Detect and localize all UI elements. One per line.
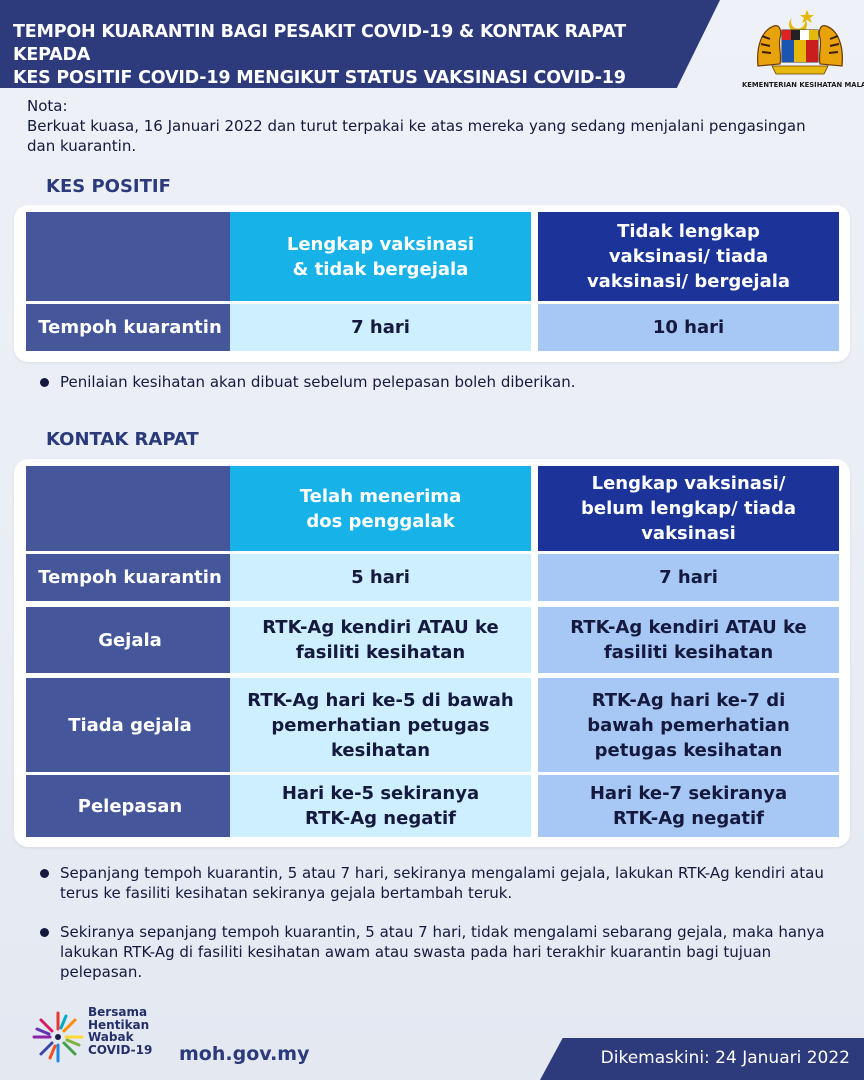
table-cell: Hari ke-5 sekiranya RTK-Ag negatif: [230, 775, 531, 837]
page-title-line-1: TEMPOH KUARANTIN BAGI PESAKIT COVID-19 &…: [13, 22, 626, 65]
list-item: Penilaian kesihatan akan dibuat sebelum …: [40, 372, 830, 392]
campaign-logo: Bersama Hentikan Wabak COVID-19: [30, 1005, 170, 1071]
coat-of-arms-icon: [757, 10, 843, 75]
campaign-slogan: Bersama Hentikan Wabak COVID-19: [88, 1006, 152, 1056]
value-10-hari: 10 hari: [538, 304, 839, 351]
table-cell: 7 hari: [538, 554, 839, 601]
slogan-line: Hentikan: [88, 1017, 150, 1032]
updated-date: Dikemaskini: 24 Januari 2022: [600, 1048, 850, 1068]
row-label-tiada-gejala: Tiada gejala: [26, 678, 234, 772]
table-cell: RTK-Ag kendiri ATAU ke fasiliti kesihata…: [538, 607, 839, 673]
section-title-kontak-rapat: KONTAK RAPAT: [46, 429, 199, 450]
row-label-tempoh-kuarantin: Tempoh kuarantin: [26, 304, 234, 351]
slogan-line: Wabak: [88, 1030, 134, 1044]
header-lengkap-belum-lengkap: Lengkap vaksinasi/ belum lengkap/ tiada …: [538, 466, 839, 551]
page-title: TEMPOH KUARANTIN BAGI PESAKIT COVID-19 &…: [13, 21, 703, 90]
table-corner-cell: [26, 466, 234, 551]
table-cell: RTK-Ag kendiri ATAU ke fasiliti kesihata…: [230, 607, 531, 673]
row-label-gejala: Gejala: [26, 607, 234, 673]
header-lengkap-vaksinasi: Lengkap vaksinasi & tidak bergejala: [230, 212, 531, 301]
kontak-rapat-note-2: Sekiranya sepanjang tempoh kuarantin, 5 …: [60, 923, 825, 981]
page-title-line-2: KES POSITIF COVID-19 MENGIKUT STATUS VAK…: [13, 68, 626, 88]
note-text: Berkuat kuasa, 16 Januari 2022 dan turut…: [27, 117, 806, 155]
table-cell: RTK-Ag hari ke-5 di bawah pemerhatian pe…: [230, 678, 531, 772]
bullet-icon: [40, 928, 49, 937]
row-label-tempoh-kuarantin: Tempoh kuarantin: [26, 554, 234, 601]
section-title-kes-positif: KES POSITIF: [46, 176, 171, 197]
header-tidak-lengkap-vaksinasi: Tidak lengkap vaksinasi/ tiada vaksinasi…: [538, 212, 839, 301]
starburst-logo-icon: [32, 1011, 84, 1063]
list-item: Sekiranya sepanjang tempoh kuarantin, 5 …: [40, 922, 830, 982]
table-cell: Hari ke-7 sekiranya RTK-Ag negatif: [538, 775, 839, 837]
value-7-hari: 7 hari: [230, 304, 531, 351]
ministry-logo: KEMENTERIAN KESIHATAN MALAYSIA: [742, 6, 864, 92]
table-cell: RTK-Ag hari ke-7 di bawah pemerhatian pe…: [538, 678, 839, 772]
table-corner-cell: [26, 212, 234, 301]
table-cell: 5 hari: [230, 554, 531, 601]
ministry-name: KEMENTERIAN KESIHATAN MALAYSIA: [742, 81, 864, 89]
row-label-pelepasan: Pelepasan: [26, 775, 234, 837]
bullet-icon: [40, 869, 49, 878]
slogan-line: Bersama: [88, 1005, 148, 1019]
note-label: Nota:: [27, 97, 68, 115]
kes-positif-table: Lengkap vaksinasi & tidak bergejala Tida…: [14, 205, 850, 362]
kontak-rapat-table: Telah menerima dos penggalak Lengkap vak…: [14, 459, 850, 847]
kontak-rapat-note-1: Sepanjang tempoh kuarantin, 5 atau 7 har…: [60, 864, 824, 902]
kes-positif-note: Penilaian kesihatan akan dibuat sebelum …: [60, 373, 576, 391]
header-banner: [0, 0, 720, 88]
header-dos-penggalak: Telah menerima dos penggalak: [230, 466, 531, 551]
footer-banner: [540, 1038, 864, 1080]
list-item: Sepanjang tempoh kuarantin, 5 atau 7 har…: [40, 863, 830, 903]
slogan-line: COVID-19: [88, 1042, 153, 1057]
bullet-icon: [40, 378, 49, 387]
website-link[interactable]: moh.gov.my: [179, 1043, 310, 1065]
note-block: Nota: Berkuat kuasa, 16 Januari 2022 dan…: [27, 96, 827, 156]
